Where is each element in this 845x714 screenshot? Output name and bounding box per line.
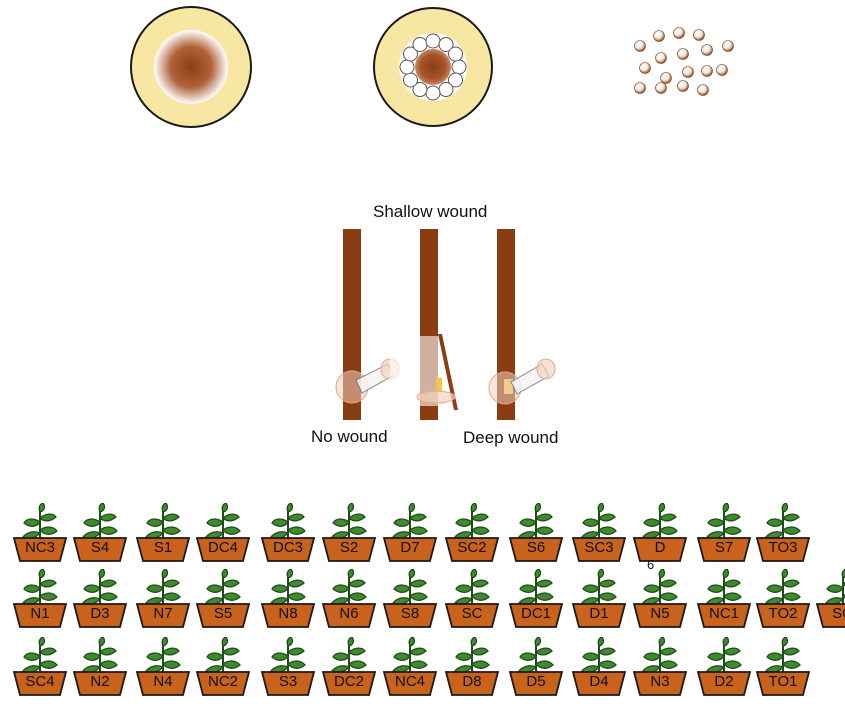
pot-label: N7 bbox=[136, 605, 190, 623]
potted-plant: NC4 bbox=[383, 637, 437, 697]
pot-label: SC bbox=[445, 605, 499, 623]
potted-plant: S7 bbox=[697, 503, 751, 563]
pot-label: S7 bbox=[697, 539, 751, 557]
potted-plant: TO3 bbox=[756, 503, 810, 563]
pot-label: D3 bbox=[73, 605, 127, 623]
potted-plant: S4 bbox=[73, 503, 127, 563]
pot-label: D1 bbox=[572, 605, 626, 623]
potted-plant: DC3 bbox=[261, 503, 315, 563]
pot-label: S4 bbox=[73, 539, 127, 557]
pot-label: N1 bbox=[13, 605, 67, 623]
pot-label: N5 bbox=[633, 605, 687, 623]
potted-plant: D7 bbox=[383, 503, 437, 563]
pot-label: TO2 bbox=[756, 605, 810, 623]
pot-label: NC2 bbox=[196, 673, 250, 691]
potted-plant: D8 bbox=[445, 637, 499, 697]
pot-label: SC3 bbox=[572, 539, 626, 557]
pot-label: SO bbox=[816, 605, 845, 623]
pot-label: N2 bbox=[73, 673, 127, 691]
pot-label: S8 bbox=[383, 605, 437, 623]
potted-plant: SC3 bbox=[572, 503, 626, 563]
pot-label: S6 bbox=[509, 539, 563, 557]
potted-plant: S2 bbox=[322, 503, 376, 563]
potted-plant: S3 bbox=[261, 637, 315, 697]
pot-label: DC4 bbox=[196, 539, 250, 557]
potted-plant: D1 bbox=[572, 569, 626, 629]
potted-plant: SC4 bbox=[13, 637, 67, 697]
potted-plant: N1 bbox=[13, 569, 67, 629]
pot-label: TO3 bbox=[756, 539, 810, 557]
potted-plant: S8 bbox=[383, 569, 437, 629]
pot-label: DC3 bbox=[261, 539, 315, 557]
pot-label: TO1 bbox=[756, 673, 810, 691]
potted-plant: D3 bbox=[73, 569, 127, 629]
potted-plant: SC2 bbox=[445, 503, 499, 563]
potted-plant: D2 bbox=[697, 637, 751, 697]
pot-label: D2 bbox=[697, 673, 751, 691]
pot-label: N4 bbox=[136, 673, 190, 691]
potted-plant: DC4 bbox=[196, 503, 250, 563]
potted-plant: S6 bbox=[509, 503, 563, 563]
potted-plant: N3 bbox=[633, 637, 687, 697]
pot-label: N8 bbox=[261, 605, 315, 623]
pot-label: NC4 bbox=[383, 673, 437, 691]
pot-label: SC4 bbox=[13, 673, 67, 691]
pot-label: D4 bbox=[572, 673, 626, 691]
potted-plant: N6 bbox=[322, 569, 376, 629]
potted-plant: S5 bbox=[196, 569, 250, 629]
potted-plant: DC1 bbox=[509, 569, 563, 629]
potted-plant: NC3 bbox=[13, 503, 67, 563]
pot-label: D5 bbox=[509, 673, 563, 691]
potted-plant: NC1 bbox=[697, 569, 751, 629]
pot-label: S3 bbox=[261, 673, 315, 691]
pot-label: NC1 bbox=[697, 605, 751, 623]
pot-label: DC1 bbox=[509, 605, 563, 623]
potted-plant: S1 bbox=[136, 503, 190, 563]
pot-label: S1 bbox=[136, 539, 190, 557]
pot-label: S2 bbox=[322, 539, 376, 557]
pot-label: D bbox=[633, 539, 687, 557]
pot-label: NC3 bbox=[13, 539, 67, 557]
pot-label: N6 bbox=[322, 605, 376, 623]
pot-label: DC2 bbox=[322, 673, 376, 691]
potted-plant: D4 bbox=[572, 637, 626, 697]
potted-plant: N4 bbox=[136, 637, 190, 697]
potted-plant: N8 bbox=[261, 569, 315, 629]
potted-plant: N5 bbox=[633, 569, 687, 629]
pot-label: D7 bbox=[383, 539, 437, 557]
pot-label: SC2 bbox=[445, 539, 499, 557]
potted-plant: N7 bbox=[136, 569, 190, 629]
potted-plant: SO bbox=[816, 569, 845, 629]
potted-plant: NC2 bbox=[196, 637, 250, 697]
potted-plant: D5 bbox=[509, 637, 563, 697]
potted-plant: N2 bbox=[73, 637, 127, 697]
pot-label: S5 bbox=[196, 605, 250, 623]
pot-label: N3 bbox=[633, 673, 687, 691]
potted-plant: SC bbox=[445, 569, 499, 629]
potted-plant: TO1 bbox=[756, 637, 810, 697]
potted-plant: TO2 bbox=[756, 569, 810, 629]
pot-label: D8 bbox=[445, 673, 499, 691]
potted-plant: DC2 bbox=[322, 637, 376, 697]
